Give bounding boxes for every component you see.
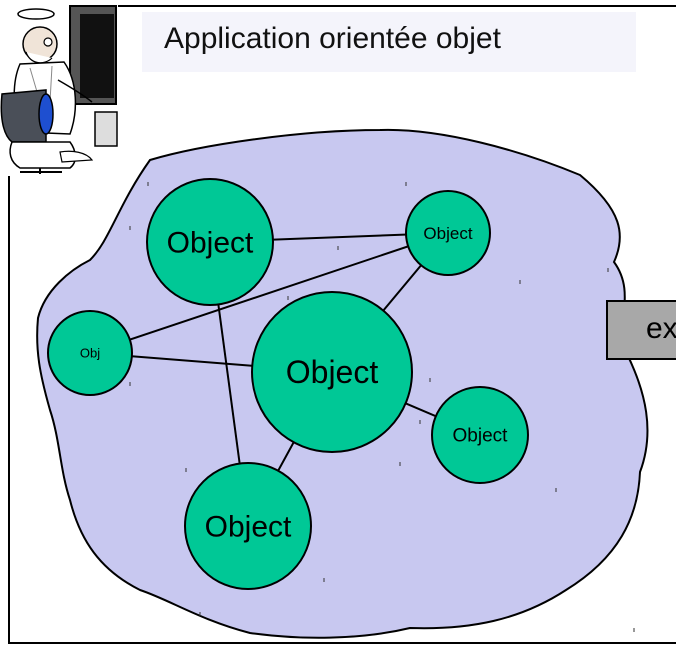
object-node: Obj [47,310,133,396]
object-node: Object [405,190,491,276]
object-node: Object [146,178,274,306]
object-circle [146,178,274,306]
object-circle [184,462,312,590]
object-node: Object [251,291,413,453]
title-box [142,12,636,72]
programmer-at-computer-icon [0,5,118,174]
object-circle [47,310,133,396]
cloud-speckles [129,182,635,632]
object-label: Object [453,426,509,447]
frame-left-line [8,176,10,644]
object-circle [431,386,529,484]
external-box [606,300,676,360]
object-circle [405,190,491,276]
object-label: Object [167,227,254,260]
frame-bottom-line [8,642,676,644]
object-link [89,232,449,354]
frame-top-line [118,5,676,7]
object-node: Object [431,386,529,484]
object-label: Object [423,224,472,243]
object-label: Object [286,354,379,390]
object-node: Object [184,462,312,590]
object-circle [251,291,413,453]
external-label: ex [646,312,676,345]
object-label: Object [205,511,292,544]
page-title: Application orientée objet [164,22,501,55]
object-label: Obj [80,346,100,361]
